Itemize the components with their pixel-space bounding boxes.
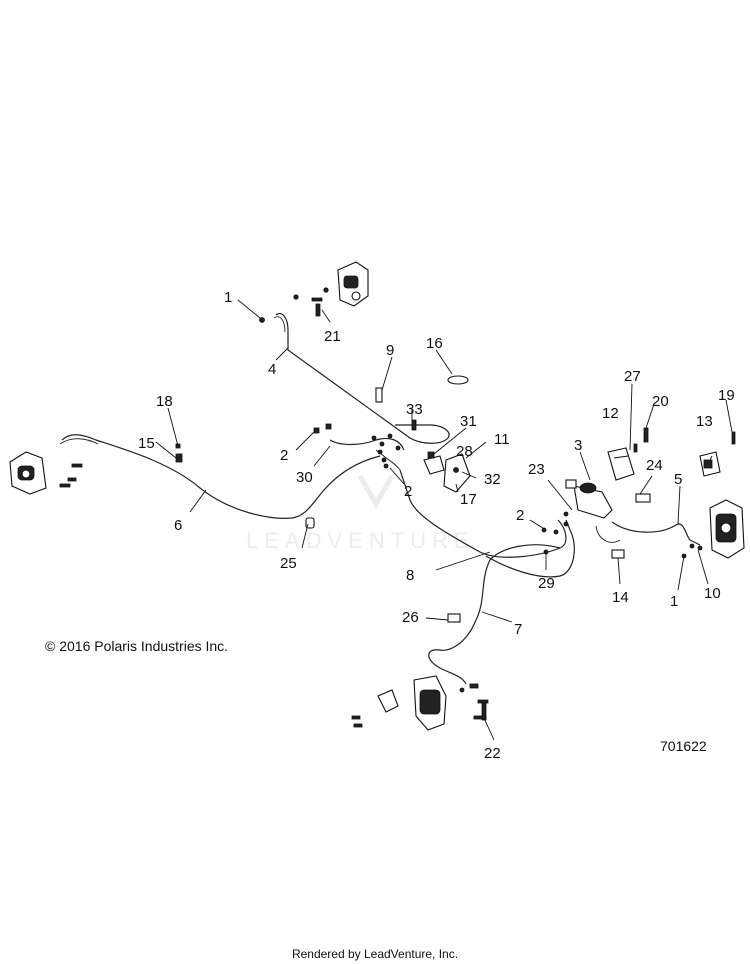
watermark-logo	[357, 474, 395, 510]
sensor	[375, 387, 383, 403]
callout-label: 25	[280, 555, 297, 572]
callout-label: 2	[404, 483, 412, 500]
callout-label: 2	[516, 507, 524, 524]
brake-switch	[699, 451, 721, 477]
callout-label: 20	[652, 393, 669, 410]
callout-label: 4	[268, 361, 276, 378]
callout-label: 12	[602, 405, 619, 422]
callout-labels: 1 21 9 16 4 18 15 6 2 30 33 31 28 11 2 3…	[138, 289, 735, 762]
reservoir	[607, 447, 635, 481]
diagram-number: 701622	[660, 738, 707, 754]
callout-label: 23	[528, 461, 545, 478]
master-cylinder	[565, 479, 613, 519]
callout-label: 14	[612, 589, 629, 606]
callout-label: 6	[174, 517, 182, 534]
callout-label: 26	[402, 609, 419, 626]
callout-label: 28	[456, 443, 473, 460]
callout-label: 15	[138, 435, 155, 452]
brake-line-8	[399, 469, 575, 578]
caliper-left	[9, 451, 47, 495]
callout-label: 1	[224, 289, 232, 306]
copyright-notice: © 2016 Polaris Industries Inc.	[45, 638, 229, 654]
callout-label: 5	[674, 471, 682, 488]
brake-line-5	[595, 521, 701, 546]
callout-label: 10	[704, 585, 721, 602]
callout-label: 19	[718, 387, 735, 404]
callout-label: 29	[538, 575, 555, 592]
brake-line-fittings	[329, 437, 405, 471]
watermark-text: LEADVENTURE	[246, 528, 475, 553]
caliper-bottom	[377, 675, 447, 731]
callout-label: 31	[460, 413, 477, 430]
callout-label: 11	[494, 431, 510, 448]
callout-label: 8	[406, 567, 414, 584]
brake-line-6	[59, 434, 381, 519]
callout-label: 1	[670, 593, 678, 610]
o-ring	[447, 375, 469, 385]
callout-label: 2	[280, 447, 288, 464]
callout-label: 24	[646, 457, 663, 474]
callout-label: 32	[484, 471, 501, 488]
caliper-top	[293, 261, 369, 307]
brake-line-4	[273, 312, 450, 444]
callout-label: 22	[484, 745, 501, 762]
callout-label: 16	[426, 335, 443, 352]
clips-and-fasteners	[59, 297, 736, 728]
callout-label: 7	[514, 621, 522, 638]
brake-line-7	[428, 544, 561, 685]
caliper-right	[709, 499, 745, 559]
callout-label: 3	[574, 437, 582, 454]
callout-label: 18	[156, 393, 173, 410]
footer-credit: Rendered by LeadVenture, Inc.	[291, 947, 459, 961]
callout-label: 21	[324, 328, 341, 345]
bracket	[443, 453, 471, 493]
callout-label: 17	[460, 491, 477, 508]
leader-lines	[155, 299, 733, 741]
callout-label: 30	[296, 469, 313, 486]
callout-label: 33	[406, 401, 423, 418]
callout-label: 9	[386, 342, 394, 359]
proportioning-valve	[423, 455, 445, 475]
callout-label: 27	[624, 368, 641, 385]
callout-label: 13	[696, 413, 713, 430]
